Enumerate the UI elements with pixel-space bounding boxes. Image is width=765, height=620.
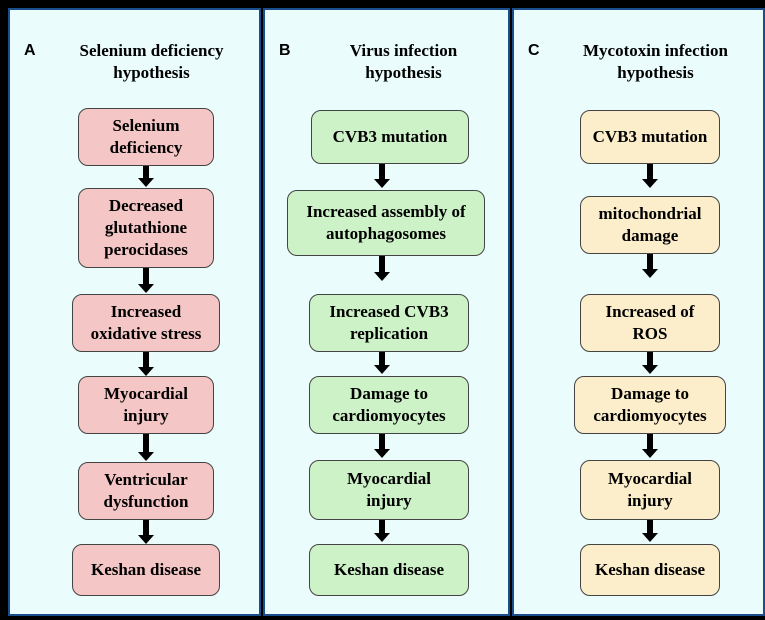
box-a-6-label: Keshan disease xyxy=(90,560,202,579)
panel-b-header: B Virus infection hypothesis xyxy=(265,40,508,92)
box-c-4: Damage to cardiomyocytes xyxy=(574,376,726,434)
box-a-2-label: Decreased glutathione perocidases xyxy=(104,196,188,259)
box-a-4: Myocardial injury xyxy=(78,376,214,434)
box-c-4-label: Damage to cardiomyocytes xyxy=(593,384,707,425)
box-c-2: mitochondrial damage xyxy=(580,196,720,254)
box-b-2: Increased assembly of autophagosomes xyxy=(287,190,485,256)
box-a-1-label: Selenium deficiency xyxy=(109,116,183,157)
panel-c-header: C Mycotoxin infection hypothesis xyxy=(514,40,763,92)
box-b-4: Damage to cardiomyocytes xyxy=(309,376,469,434)
panel-b: B Virus infection hypothesis CVB3 mutati… xyxy=(263,8,510,616)
box-b-6-label: Keshan disease xyxy=(333,560,445,579)
box-b-5: Myocardial injury xyxy=(309,460,469,520)
box-b-1-label: CVB3 mutation xyxy=(332,127,448,146)
box-c-3: Increased of ROS xyxy=(580,294,720,352)
panel-a-title-text: Selenium deficiency hypothesis xyxy=(79,41,224,82)
box-a-6: Keshan disease xyxy=(72,544,220,596)
box-b-1: CVB3 mutation xyxy=(311,110,469,164)
box-a-5-label: Ventricular dysfunction xyxy=(103,470,189,511)
box-c-6-label: Keshan disease xyxy=(594,560,706,579)
box-b-6: Keshan disease xyxy=(309,544,469,596)
panel-a-header: A Selenium deficiency hypothesis xyxy=(10,40,259,92)
box-b-5-label: Myocardial injury xyxy=(346,469,432,510)
box-b-3: Increased CVB3 replication xyxy=(309,294,469,352)
box-c-6: Keshan disease xyxy=(580,544,720,596)
box-c-5-label: Myocardial injury xyxy=(607,469,693,510)
box-a-4-label: Myocardial injury xyxy=(103,384,189,425)
box-a-3-label: Increased oxidative stress xyxy=(90,302,202,343)
box-a-5: Ventricular dysfunction xyxy=(78,462,214,520)
panel-c-title-text: Mycotoxin infection hypothesis xyxy=(583,41,728,82)
panel-a: A Selenium deficiency hypothesis Seleniu… xyxy=(8,8,261,616)
box-a-2: Decreased glutathione perocidases xyxy=(78,188,214,268)
box-a-3: Increased oxidative stress xyxy=(72,294,220,352)
box-c-1: CVB3 mutation xyxy=(580,110,720,164)
box-a-1: Selenium deficiency xyxy=(78,108,214,166)
box-c-3-label: Increased of ROS xyxy=(605,302,695,343)
box-c-5: Myocardial injury xyxy=(580,460,720,520)
box-b-4-label: Damage to cardiomyocytes xyxy=(332,384,446,425)
box-c-1-label: CVB3 mutation xyxy=(592,127,708,146)
box-b-3-label: Increased CVB3 replication xyxy=(329,302,449,343)
panel-b-letter: B xyxy=(279,42,291,59)
panel-c-letter: C xyxy=(528,42,540,59)
box-b-2-label: Increased assembly of autophagosomes xyxy=(306,202,466,243)
panel-b-title: Virus infection hypothesis xyxy=(309,40,498,84)
panel-c: C Mycotoxin infection hypothesis CVB3 mu… xyxy=(512,8,765,616)
panel-b-title-text: Virus infection hypothesis xyxy=(349,41,458,82)
panel-a-letter: A xyxy=(24,42,36,59)
panel-c-title: Mycotoxin infection hypothesis xyxy=(558,40,753,84)
panel-a-title: Selenium deficiency hypothesis xyxy=(54,40,249,84)
box-c-2-label: mitochondrial damage xyxy=(598,204,702,245)
